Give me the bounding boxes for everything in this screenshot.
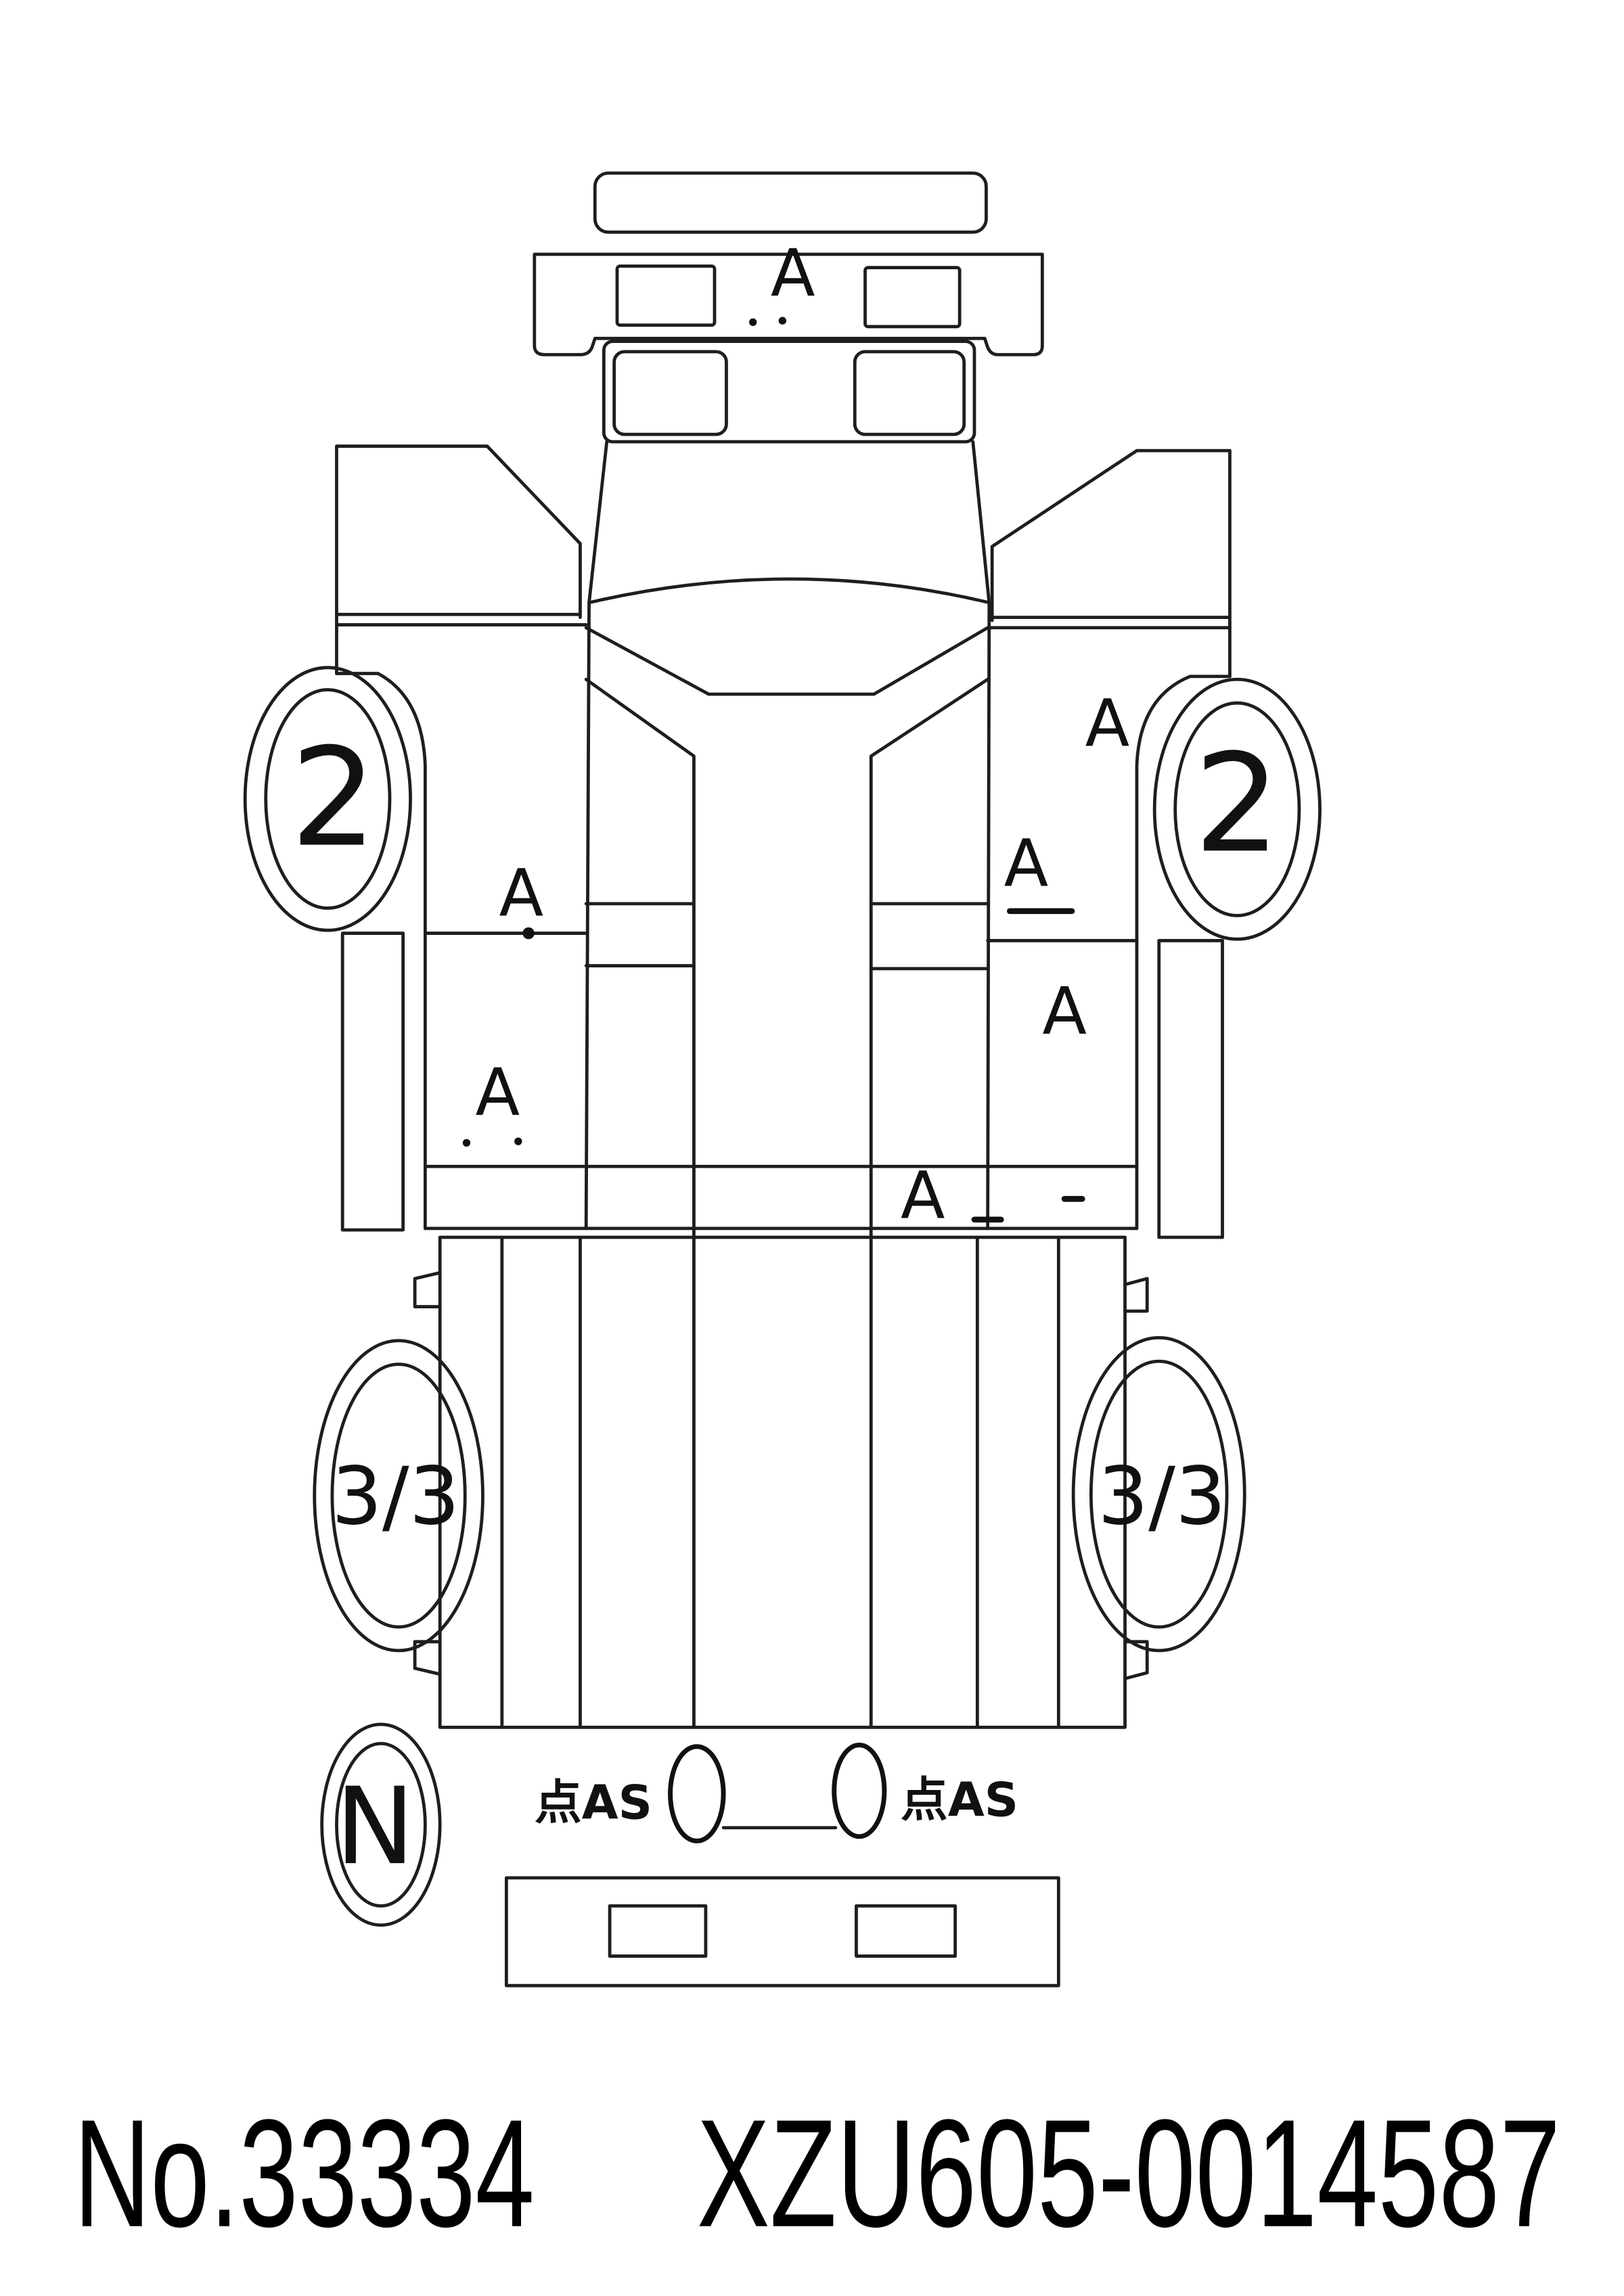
chassis-number: XZU605-0014587 — [697, 2088, 1560, 2259]
right-side-step — [1157, 939, 1224, 1239]
sheet-footer: No.33334 XZU605-0014587 — [74, 2088, 1560, 2259]
cab-sides — [584, 440, 991, 1231]
left-front-lamp — [612, 350, 728, 436]
truck-outline — [335, 171, 1232, 1988]
front-bumper-bar — [593, 171, 988, 234]
left-tow-hook-circle — [668, 1744, 726, 1843]
mark-right-front-tire: 2 — [1194, 725, 1281, 883]
mark-dot — [514, 1137, 522, 1145]
right-front-lamp — [853, 350, 966, 436]
mark-dot — [522, 927, 535, 940]
right-tail-lamp — [855, 1904, 957, 1958]
hood — [602, 340, 976, 444]
left-rear-tire-inner — [330, 1362, 467, 1629]
left-front-arch — [335, 672, 427, 1231]
rear-cross-bar — [423, 1164, 1139, 1231]
mark-front-panel: A — [771, 235, 815, 311]
front-grille — [533, 252, 1044, 357]
left-front-tire-outer — [243, 666, 412, 932]
mark-left-rear-tire: 3/3 — [332, 1450, 460, 1542]
right-headlight — [863, 266, 962, 329]
inspection-marks: A A 2 2 A A A A A 3/3 3/3 N 点AS 点AS — [290, 235, 1280, 1889]
right-front-panel — [990, 449, 1232, 679]
mark-dot — [749, 318, 757, 326]
mark-right-front-door: A — [1004, 826, 1049, 902]
frame-left-rail — [584, 677, 696, 1729]
left-panel-seam — [335, 612, 588, 626]
wheels — [243, 666, 1322, 1927]
right-front-tire-inner — [1173, 701, 1301, 917]
left-side-step — [340, 932, 405, 1232]
mark-dot — [778, 317, 787, 325]
mark-right-rear-note: 点AS — [901, 1772, 1018, 1827]
spare-tire-outer — [320, 1722, 442, 1927]
rear-bed-slats — [500, 1235, 1060, 1729]
spare-tire-inner — [335, 1741, 427, 1908]
rear-bumper — [504, 1876, 1060, 1988]
mark-left-rear-door: A — [476, 1055, 520, 1130]
right-rear-tire-outer — [1071, 1335, 1246, 1653]
windshield-line — [587, 577, 991, 605]
left-rear-tire-outer — [313, 1339, 484, 1653]
left-headlight — [615, 264, 717, 327]
left-tail-lamp — [608, 1904, 708, 1958]
right-rear-fender-tabs — [1123, 1277, 1149, 1680]
mark-right-front-corner: A — [1085, 685, 1130, 761]
right-panel-seam — [986, 616, 1232, 630]
mark-left-front-door: A — [499, 855, 543, 931]
mark-left-front-tire: 2 — [290, 720, 377, 877]
mark-rear-right-bar: A — [901, 1158, 945, 1234]
frame-right-rail — [869, 677, 990, 1729]
mark-right-rear-door: A — [1042, 973, 1087, 1049]
rear-bed — [438, 1235, 1127, 1729]
mark-right-rear-tire: 3/3 — [1098, 1450, 1226, 1542]
left-front-tire-inner — [264, 688, 392, 910]
lot-number: No.33334 — [74, 2088, 535, 2259]
mark-left-rear-note: 点AS — [535, 1776, 652, 1831]
right-tow-hook-circle — [832, 1743, 887, 1839]
center-panel-lines — [584, 902, 990, 971]
mark-dot — [462, 1139, 471, 1147]
right-front-tire-outer — [1152, 677, 1322, 941]
left-front-panel — [335, 444, 582, 675]
mark-spare-tire: N — [335, 1765, 415, 1889]
cab-rear-line — [584, 626, 990, 696]
right-front-arch — [1135, 674, 1232, 1231]
right-rear-tire-inner — [1089, 1359, 1229, 1629]
